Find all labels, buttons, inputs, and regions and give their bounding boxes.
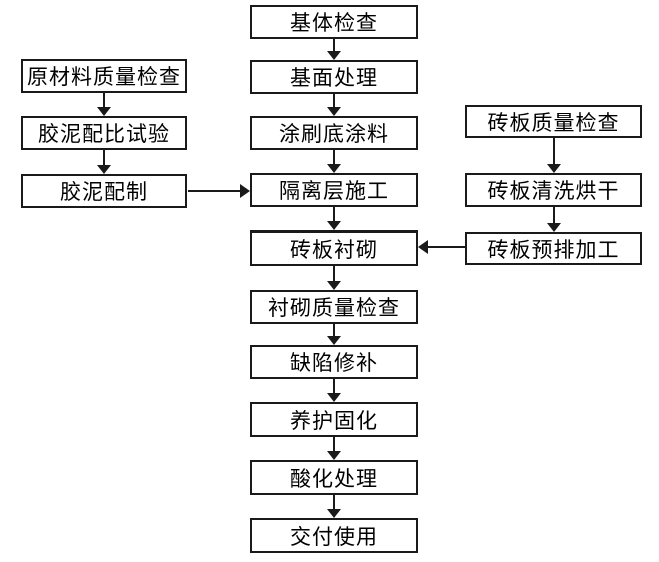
step-base-inspection: 基体检查 — [250, 5, 418, 39]
step-curing: 养护固化 — [250, 402, 418, 437]
step-raw-material-inspection: 原材料质量检查 — [21, 59, 187, 93]
step-brick-prearrangement: 砖板预排加工 — [465, 232, 642, 265]
step-brick-cleaning-drying: 砖板清洗烘干 — [465, 173, 642, 207]
step-brick-lining: 砖板衬砌 — [250, 230, 418, 266]
step-mortar-preparation: 胶泥配制 — [21, 174, 187, 208]
step-brick-quality-inspection: 砖板质量检查 — [465, 105, 642, 138]
step-apply-primer: 涂刷底涂料 — [250, 116, 418, 150]
step-delivery: 交付使用 — [250, 518, 418, 553]
step-isolation-layer: 隔离层施工 — [250, 173, 418, 207]
step-surface-treatment: 基面处理 — [250, 60, 418, 94]
step-acidification: 酸化处理 — [250, 460, 418, 495]
step-defect-repair: 缺陷修补 — [250, 345, 418, 379]
step-mortar-ratio-test: 胶泥配比试验 — [21, 116, 187, 150]
step-lining-quality-inspection: 衬砌质量检查 — [250, 290, 418, 324]
